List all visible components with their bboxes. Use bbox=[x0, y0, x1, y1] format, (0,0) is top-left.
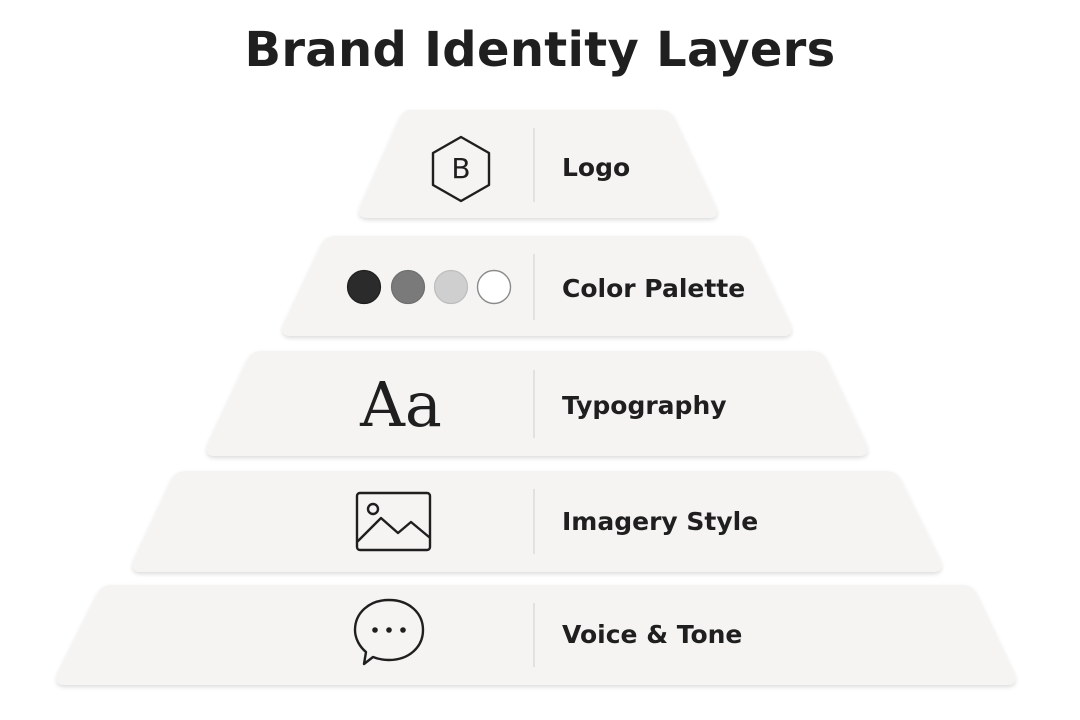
layer-shape bbox=[359, 110, 717, 218]
pyramid-layer-voice-tone: Voice & Tone bbox=[56, 585, 1016, 685]
logo-letter: B bbox=[451, 152, 470, 185]
swatch-white bbox=[476, 269, 512, 305]
pyramid-layer-color-palette: Color Palette bbox=[282, 236, 792, 336]
layer-shape bbox=[132, 471, 942, 572]
pyramid-layer-imagery-style: Imagery Style bbox=[132, 471, 942, 572]
speech-bubble-icon bbox=[353, 598, 425, 666]
layer-shape bbox=[282, 236, 792, 336]
hexagon-letter-icon: B bbox=[431, 135, 491, 203]
layer-label-voice-tone: Voice & Tone bbox=[562, 620, 742, 649]
swatch-dark bbox=[346, 269, 382, 305]
swatch-light bbox=[433, 269, 469, 305]
layer-shape bbox=[206, 351, 868, 456]
page-title: Brand Identity Layers bbox=[244, 22, 836, 78]
image-icon bbox=[355, 491, 432, 552]
layer-label-typography: Typography bbox=[562, 391, 727, 420]
swatch-medium bbox=[390, 269, 426, 305]
pyramid-layer-typography: Aa Typography bbox=[206, 351, 868, 456]
layer-label-imagery-style: Imagery Style bbox=[562, 507, 758, 536]
pyramid-layer-logo: B Logo bbox=[359, 110, 717, 218]
typography-icon: Aa bbox=[359, 368, 442, 441]
color-swatches-icon bbox=[346, 269, 512, 305]
layer-label-color-palette: Color Palette bbox=[562, 274, 745, 303]
layer-shape bbox=[56, 585, 1016, 685]
layer-label-logo: Logo bbox=[562, 153, 630, 182]
